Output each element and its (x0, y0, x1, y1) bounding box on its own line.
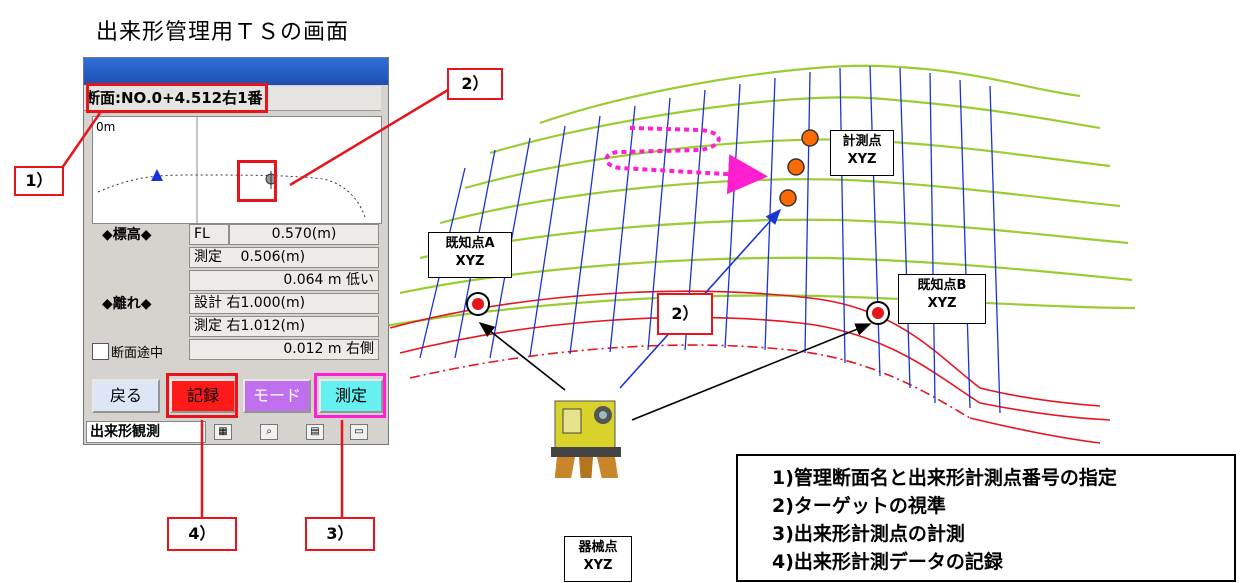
fl-label: FL (189, 224, 229, 245)
road-lines (389, 290, 981, 419)
section-checkbox[interactable] (92, 343, 109, 360)
section-label: 断面:NO.0+4.512右1番 (84, 86, 381, 111)
legend-item: 1)管理断面名と出来形計測点番号の指定 (772, 467, 1117, 489)
known-point-b (866, 301, 890, 325)
cross-sections (419, 65, 1001, 414)
keyboard-icon[interactable]: ▤ (306, 424, 324, 440)
offset-label: ◆離れ◆ (102, 296, 152, 312)
callout-4: 4） (167, 517, 237, 551)
section-highlight-box (86, 83, 268, 113)
callout-2-mid: 2） (657, 293, 713, 335)
device-titlebar (84, 58, 388, 85)
callout-1: 1） (14, 166, 64, 196)
callout-2-top: 2） (447, 68, 503, 100)
fl-value: 0.570(m) (229, 224, 379, 245)
plot-zero-label: 0m (96, 120, 116, 134)
measured-offset: 測定 右1.012(m) (189, 316, 379, 337)
legend-item: 3)出来形計測点の計測 (772, 523, 965, 545)
measure-highlight-box (314, 373, 386, 418)
status-label: 出来形観測 (86, 421, 206, 443)
elevation-label: ◆標高◆ (102, 227, 152, 243)
back-button[interactable]: 戻る (92, 379, 160, 413)
callout-3: 3） (305, 517, 375, 551)
plot-graph (97, 117, 366, 223)
known-point-a (466, 292, 490, 316)
legend-item: 2)ターゲットの視準 (772, 495, 946, 517)
zoom-icon[interactable]: ⌕ (260, 424, 278, 440)
measure-points (779, 129, 819, 207)
legend-item: 4)出来形計測データの記録 (772, 551, 1003, 573)
checkbox-label: 断面途中 (111, 346, 164, 361)
total-station-icon (551, 400, 621, 478)
legend-box: 1)管理断面名と出来形計測点番号の指定 2)ターゲットの視準 3)出来形計測点の… (736, 454, 1236, 582)
battery-icon[interactable]: ▭ (350, 424, 368, 440)
record-highlight-box (166, 373, 238, 418)
offset-difference: 0.012 m 右側 (189, 339, 379, 360)
measure-button[interactable]: 測定 (319, 379, 383, 413)
elevation-difference: 0.064 m 低い (189, 270, 379, 291)
page-title: 出来形管理用ＴＳの画面 (96, 20, 350, 45)
record-button[interactable]: 記録 (170, 379, 236, 413)
measured-elevation: 測定 0.506(m) (189, 247, 379, 268)
design-offset: 設計 右1.000(m) (189, 293, 379, 314)
mode-button[interactable]: モード (243, 379, 311, 413)
measure-path (604, 126, 768, 195)
target-highlight-box (237, 160, 277, 202)
calculator-icon[interactable]: ▦ (214, 424, 232, 440)
